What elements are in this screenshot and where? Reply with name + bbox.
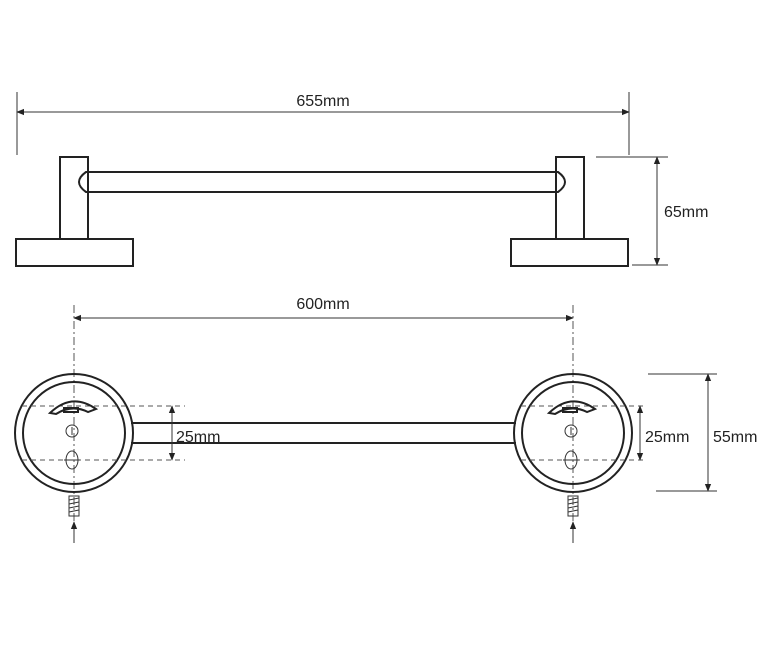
dimension-label-bar-diameter: 25mm <box>176 429 220 446</box>
right-screw-icon <box>567 495 579 543</box>
dimension-label-spacing: 600mm <box>296 296 349 313</box>
dimension-label-length: 655mm <box>296 93 349 110</box>
front-view: 600mm 25mm <box>14 296 757 543</box>
left-rosette-inner <box>22 381 126 485</box>
left-screw-hole-icon <box>65 424 79 438</box>
right-bar-cap <box>556 171 566 193</box>
left-wall-plug-icon <box>47 400 99 416</box>
dimension-label-height: 65mm <box>664 204 708 221</box>
left-base-plate <box>15 238 134 267</box>
left-rosette-outer <box>14 373 134 493</box>
right-rosette-inner <box>521 381 625 485</box>
side-view: 655mm 65mm <box>15 92 708 267</box>
left-rosette <box>14 373 185 493</box>
right-wall-plug-icon <box>546 400 598 416</box>
left-screw-icon <box>68 495 80 543</box>
right-base-plate <box>510 238 629 267</box>
dimension-label-bracket-diameter: 25mm <box>645 429 689 446</box>
right-rosette-outer <box>513 373 633 493</box>
left-bar-cap <box>78 171 88 193</box>
right-screw-hole-icon <box>564 424 578 438</box>
right-rosette <box>513 373 645 493</box>
right-post <box>555 156 585 240</box>
dimension-label-base-diameter: 55mm <box>713 429 757 446</box>
left-post <box>59 156 89 240</box>
